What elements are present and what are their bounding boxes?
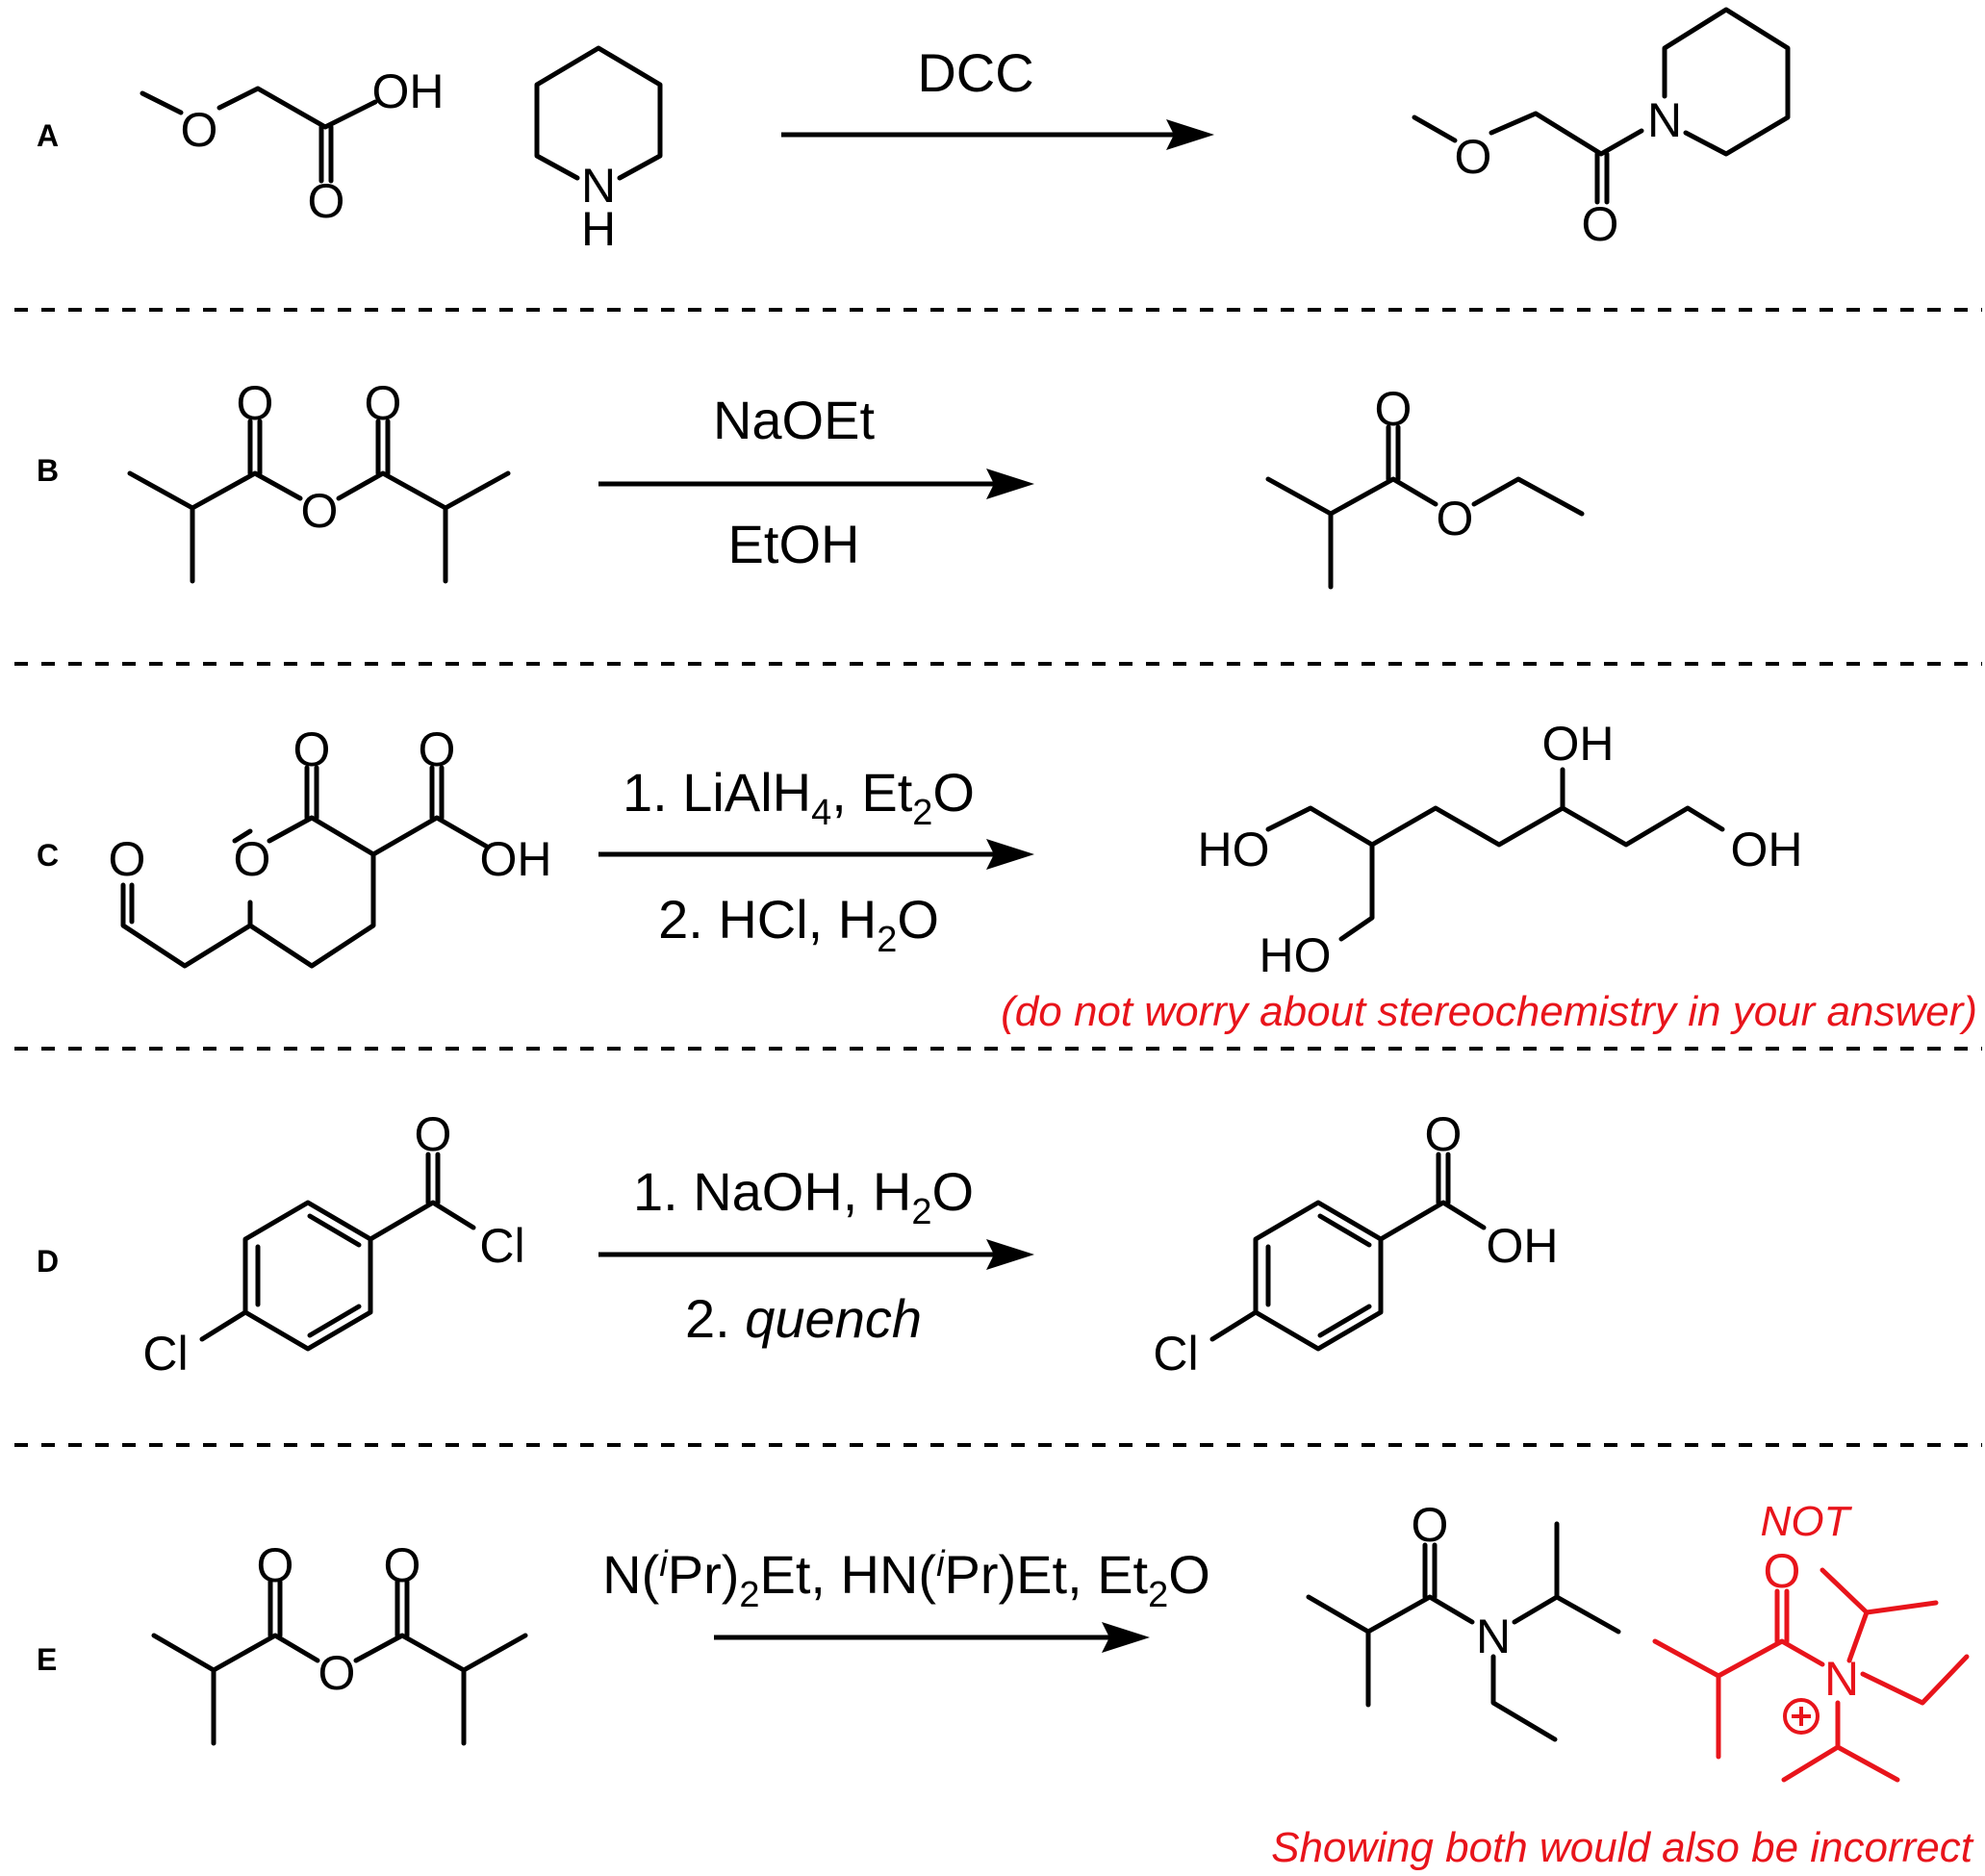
row-b: B O O O NaOEt EtOH O O — [37, 376, 1585, 590]
atom-cl-ring: Cl — [142, 1327, 188, 1381]
atom-o-acid: O — [419, 723, 456, 776]
atom-o: O — [1764, 1544, 1801, 1598]
reagent-e: N(iPr)2Et, HN(iPr)Et, Et2O — [602, 1544, 1210, 1615]
row-e: E O O O N(iPr)2Et, HN(iPr)Et, Et2O O N N… — [37, 1498, 1974, 1871]
atom-n: N — [1476, 1610, 1511, 1663]
reaction-arrow-b — [598, 469, 1034, 499]
chlorobenzoic-acid: O OH Cl — [1153, 1107, 1558, 1381]
atom-oh: OH — [480, 832, 552, 886]
tetraol-product: HO OH OH HO — [1198, 717, 1803, 982]
not-label: NOT — [1761, 1498, 1853, 1545]
atom-o: O — [257, 1538, 294, 1592]
atom-o-bridge: O — [318, 1646, 356, 1700]
row-a: A O OH O N H DCC O N O — [37, 7, 1791, 256]
reagent-above-c: 1. LiAlH4, Et2O — [623, 762, 975, 833]
atom-o-carbonyl: O — [1582, 197, 1619, 251]
row-label-c: C — [37, 838, 59, 873]
methoxyacetic-acid: O OH O — [140, 64, 445, 228]
atom-ho-bottom: HO — [1260, 928, 1332, 982]
row-label-d: D — [37, 1244, 59, 1279]
reaction-arrow-c — [598, 839, 1034, 870]
piperidine: N H — [534, 45, 663, 256]
amide-product-a: O N O — [1412, 7, 1791, 251]
row-c: C O O O O OH 1. LiAlH4, Et2O 2. HCl, H2O… — [37, 717, 1977, 1035]
atom-oh: OH — [1487, 1219, 1559, 1273]
atom-o-ether: O — [1455, 130, 1492, 184]
stereochemistry-note: (do not worry about stereochemistry in y… — [1001, 988, 1977, 1035]
atom-o-ether: O — [181, 103, 218, 157]
atom-n: N — [1824, 1652, 1859, 1706]
atom-h: H — [581, 202, 616, 256]
atom-o-carbonyl: O — [1375, 382, 1412, 436]
isobutyric-anhydride: O O O — [127, 376, 511, 584]
atom-o: O — [365, 376, 402, 430]
reaction-arrow-d — [598, 1239, 1034, 1270]
chlorobenzoyl-chloride: O Cl Cl — [142, 1107, 524, 1381]
incorrect-note: Showing both would also be incorrect — [1271, 1824, 1974, 1871]
ethyl-isobutyrate: O O — [1265, 382, 1585, 590]
positive-charge-icon — [1783, 1698, 1820, 1735]
atom-o-bridge: O — [301, 484, 339, 538]
reagent-dcc: DCC — [917, 42, 1033, 103]
row-label-e: E — [37, 1642, 57, 1677]
atom-o-carbonyl: O — [308, 174, 345, 228]
row-d: D O Cl Cl 1. NaOH, H2O 2. quench O OH Cl — [37, 1107, 1559, 1381]
atom-o-ring: O — [234, 832, 271, 886]
atom-o: O — [384, 1538, 421, 1592]
atom-o: O — [415, 1107, 452, 1161]
reaction-arrow-a — [781, 119, 1214, 150]
atom-o: O — [1412, 1498, 1449, 1552]
atom-cl-acyl: Cl — [479, 1219, 524, 1273]
atom-n: N — [581, 159, 616, 213]
atom-cl: Cl — [1153, 1327, 1198, 1381]
isobutyric-anhydride-e: O O O — [151, 1538, 528, 1746]
reagent-above-d: 1. NaOH, H2O — [633, 1161, 974, 1232]
row-label-a: A — [37, 118, 59, 153]
row-label-b: B — [37, 453, 59, 488]
atom-oh: OH — [372, 64, 445, 118]
atom-ho-left: HO — [1198, 823, 1270, 876]
atom-o-aldehyde: O — [109, 832, 146, 886]
atom-o-ester: O — [1437, 492, 1474, 545]
reagent-below-d: 2. quench — [685, 1288, 922, 1349]
incorrect-ammonium-product: O N — [1652, 1544, 1970, 1783]
atom-o: O — [237, 376, 274, 430]
reagent-below-b: EtOH — [728, 514, 860, 574]
reagent-below-c: 2. HCl, H2O — [658, 889, 939, 960]
atom-oh-right: OH — [1731, 823, 1803, 876]
atom-n: N — [1647, 93, 1682, 147]
atom-o: O — [1425, 1107, 1463, 1161]
atom-oh-top: OH — [1542, 717, 1615, 771]
amide-product-e: O N — [1306, 1498, 1621, 1742]
reagent-above-b: NaOEt — [713, 390, 875, 450]
reaction-arrow-e — [714, 1622, 1150, 1653]
atom-o-lactone: O — [293, 723, 331, 776]
lactone-aldehyde-acid: O O O O OH — [109, 723, 552, 969]
